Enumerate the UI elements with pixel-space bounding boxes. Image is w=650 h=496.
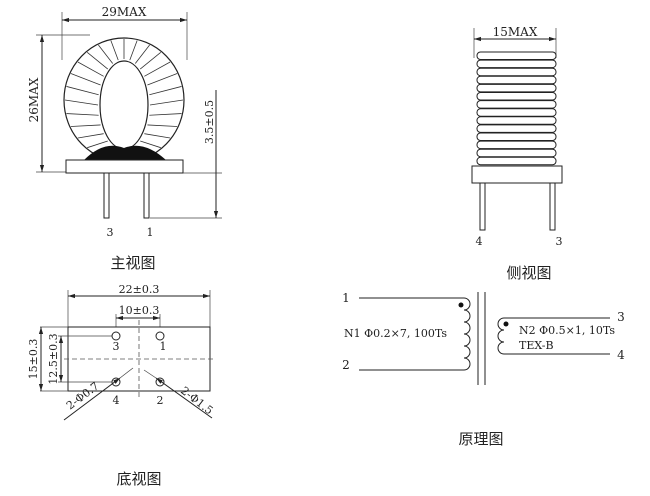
pin-label: 1 xyxy=(147,226,154,239)
bottom-width-dimension: 22±0.3 xyxy=(119,283,160,296)
winding-turn xyxy=(129,40,138,61)
schematic-caption: 原理图 xyxy=(458,430,503,448)
primary-winding-spec: N1 Φ0.2×7, 100Ts xyxy=(344,327,447,340)
width-dimension: 29MAX xyxy=(102,5,147,19)
pin-label: 3 xyxy=(556,235,563,248)
winding-turn xyxy=(77,61,104,77)
pin-1 xyxy=(143,172,150,219)
pin-3 xyxy=(549,182,556,231)
pin-label: 3 xyxy=(107,226,114,239)
main-view: 29MAX 26MAX 3.5±0.5 3 1 主视图 xyxy=(27,5,222,272)
coil-rib xyxy=(476,75,557,85)
bottom-height-dimension: 15±0.3 xyxy=(27,339,40,380)
terminal-2: 2 xyxy=(342,358,350,372)
pin-length-dimension: 3.5±0.5 xyxy=(203,100,216,144)
height-dimension: 26MAX xyxy=(27,77,41,122)
pin-label: 3 xyxy=(113,340,120,353)
winding-turn xyxy=(140,140,161,149)
winding-turn xyxy=(70,73,101,86)
coil-rib xyxy=(476,51,557,60)
side-view: 15MAX 4 3 侧视图 xyxy=(471,25,563,282)
winding-turn xyxy=(77,133,104,139)
row-spacing-dimension: 12.5±0.3 xyxy=(47,333,60,384)
winding-turn xyxy=(64,99,99,106)
coil-rib xyxy=(476,83,557,93)
pin-spacing-dimension: 10±0.3 xyxy=(119,304,160,317)
secondary-winding xyxy=(497,317,610,355)
pin-label: 2 xyxy=(157,394,164,407)
winding-turn xyxy=(144,61,171,77)
toroid-windings xyxy=(64,39,184,161)
pin-3 xyxy=(103,172,110,219)
coil-rib xyxy=(476,92,557,101)
terminal-4: 4 xyxy=(617,348,625,362)
hole-1 xyxy=(155,331,165,341)
bottom-view: 22±0.3 10±0.3 15±0.3 12.5±0.3 3 1 4 2 2-… xyxy=(27,283,215,488)
winding-turn xyxy=(149,86,182,96)
coil-rib xyxy=(476,67,557,77)
winding-turn xyxy=(144,133,171,139)
coil-rib xyxy=(476,148,557,158)
winding-turn xyxy=(110,40,119,61)
winding-turn xyxy=(86,51,109,70)
coil-rib xyxy=(476,108,557,117)
winding-turn xyxy=(66,86,99,96)
winding-turn xyxy=(70,124,101,127)
secondary-note: TEX-B xyxy=(519,339,554,352)
winding-turn xyxy=(149,113,182,116)
side-width-dimension: 15MAX xyxy=(493,25,538,39)
terminal-3: 3 xyxy=(617,310,625,324)
pin-4 xyxy=(479,182,486,231)
polarity-dot xyxy=(503,321,509,327)
pin-label: 4 xyxy=(113,394,120,407)
winding-turn xyxy=(139,51,162,70)
coil-rib xyxy=(476,124,557,133)
schematic: 1 2 N1 Φ0.2×7, 100Ts 3 4 N2 Φ0.5×1, 10Ts… xyxy=(342,291,625,448)
coil-rib xyxy=(476,100,557,109)
pin-label: 4 xyxy=(476,235,483,248)
coil-rib xyxy=(476,156,557,166)
secondary-winding-spec: N2 Φ0.5×1, 10Ts xyxy=(519,324,615,337)
winding-turn xyxy=(147,124,178,127)
primary-winding xyxy=(359,297,471,371)
bottom-view-caption: 底视图 xyxy=(116,470,161,488)
coil-rib xyxy=(476,116,557,125)
winding-turn xyxy=(87,140,108,149)
coil-rib xyxy=(476,140,557,150)
terminal-1: 1 xyxy=(342,291,350,305)
winding-turn xyxy=(98,44,114,64)
coil-stack xyxy=(476,51,557,166)
polarity-dot xyxy=(458,302,464,308)
winding-turn xyxy=(147,73,178,86)
side-base xyxy=(471,165,563,184)
lead-wire xyxy=(84,145,166,160)
coil-rib xyxy=(476,132,557,141)
winding-turn xyxy=(66,113,99,116)
base-plate xyxy=(65,159,184,174)
hole-3 xyxy=(111,331,121,341)
coil-rib xyxy=(476,59,557,69)
pin-label: 1 xyxy=(160,340,167,353)
winding-turn xyxy=(134,44,150,64)
main-view-caption: 主视图 xyxy=(110,254,155,272)
side-view-caption: 侧视图 xyxy=(506,264,551,282)
winding-turn xyxy=(149,99,184,106)
